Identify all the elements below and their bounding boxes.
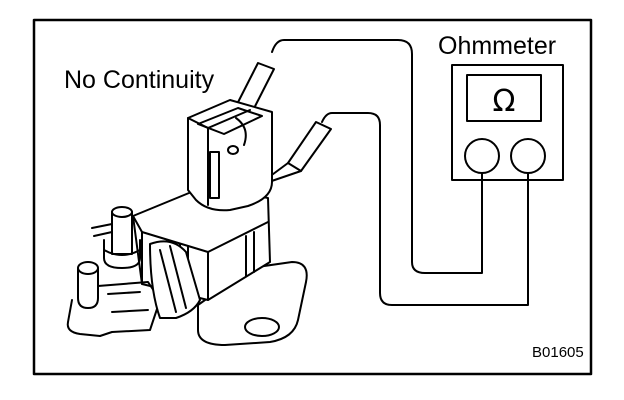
no-continuity-label: No Continuity <box>64 66 215 94</box>
vsv-valve <box>66 99 308 346</box>
figure-frame <box>32 18 593 376</box>
test-lead-right <box>321 112 529 306</box>
test-lead-left <box>271 39 483 274</box>
vacuum-port-lower <box>66 261 161 337</box>
mounting-bracket <box>197 261 308 346</box>
filter-cap <box>91 223 201 319</box>
ohm-symbol: Ω <box>492 84 516 119</box>
ohmmeter <box>451 64 564 181</box>
figure-code: B01605 <box>532 344 584 361</box>
ohmmeter-terminal-right[interactable] <box>510 138 546 174</box>
ohmmeter-label: Ohmmeter <box>438 32 557 60</box>
bracket-bolt-hole <box>244 317 280 337</box>
ohmmeter-terminal-left[interactable] <box>464 138 500 174</box>
ohmmeter-body <box>451 64 564 181</box>
ohmmeter-display <box>466 74 542 122</box>
